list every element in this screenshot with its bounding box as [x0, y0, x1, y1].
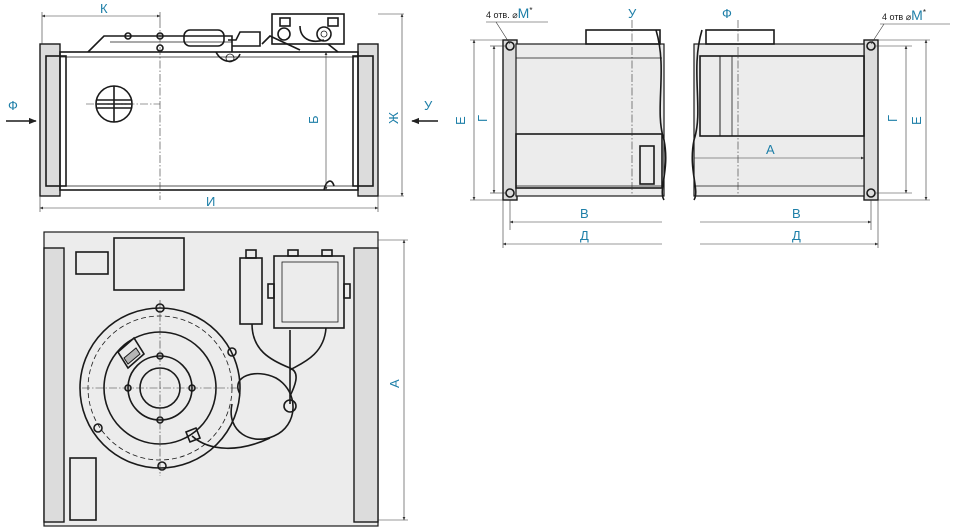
label-d-right: Д [792, 228, 801, 243]
label-f-side: Ф [8, 98, 18, 113]
label-e-left: Е [453, 116, 468, 125]
label-v-right: В [792, 206, 801, 221]
hole-note-left: 4 отв. ⌀М* [486, 5, 532, 21]
label-d-left: Д [580, 228, 589, 243]
label-g-left: Г [475, 115, 490, 122]
label-i: И [206, 194, 215, 209]
hole-note-right: 4 отв ⌀М* [882, 7, 926, 23]
label-b: Б [306, 115, 321, 124]
inlet-view [470, 20, 667, 248]
label-e-right: Е [909, 116, 924, 125]
label-u-inlet: У [628, 6, 637, 21]
side-view [6, 12, 438, 212]
label-a-outlet: А [766, 142, 775, 157]
label-f-outlet: Ф [722, 6, 732, 21]
label-k: К [100, 1, 108, 16]
label-v-left: В [580, 206, 589, 221]
label-a-front: А [387, 379, 402, 388]
dimension-labels: К Ф У Б Ж И А 4 отв. ⌀М* У Е Г В Д Ф 4 о… [8, 1, 926, 388]
label-g-right: Г [885, 115, 900, 122]
label-u-side: У [424, 98, 433, 113]
outlet-view [691, 20, 950, 248]
label-zh: Ж [386, 112, 401, 124]
front-view [43, 231, 408, 527]
